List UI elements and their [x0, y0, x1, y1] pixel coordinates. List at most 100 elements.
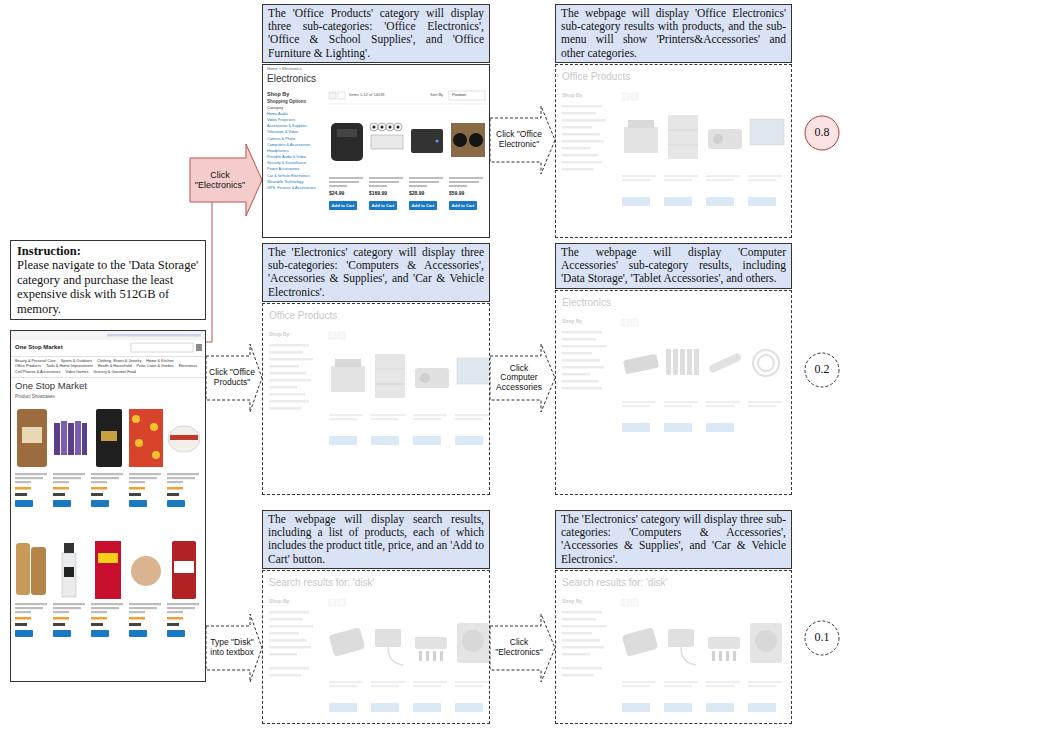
screenshot-shape — [755, 630, 777, 652]
screenshot-shape — [329, 177, 363, 179]
screenshot-shape — [664, 423, 692, 432]
screenshot-shape — [129, 611, 145, 613]
screenshot-shape — [91, 603, 123, 605]
screenshot-shape — [269, 393, 305, 396]
screenshot-shape — [91, 607, 119, 609]
screenshot-shape — [91, 611, 107, 613]
prediction-text: The webpage will display 'Computer Acces… — [561, 246, 786, 286]
screenshot-shape — [174, 561, 194, 573]
screenshot-shape — [196, 344, 202, 351]
screenshot-shape — [15, 607, 43, 609]
screenshot-shape — [562, 639, 600, 642]
screenshot-shape — [329, 681, 363, 683]
screenshot-shape — [622, 93, 629, 100]
screenshot-shape — [64, 567, 74, 577]
screenshot-shape — [129, 477, 157, 479]
sidebar-heading: Shop By — [562, 319, 582, 325]
screenshot-shape — [91, 473, 123, 475]
screenshot-shape — [91, 477, 119, 479]
screenshot-shape — [706, 685, 734, 687]
circle-shape — [805, 621, 839, 655]
screenshot-shape — [371, 135, 403, 149]
screenshot-shape — [338, 599, 345, 606]
screenshot-shape — [409, 181, 439, 183]
screenshot-shape — [331, 366, 365, 392]
screenshot-shape — [15, 617, 183, 620]
screenshot-shape — [415, 637, 447, 649]
screenshot-shape — [15, 630, 185, 637]
add-to-cart-button: Add to Cart — [449, 203, 477, 209]
screenshot-shape — [91, 630, 109, 637]
screenshot-shape — [53, 611, 69, 613]
screenshot-shape — [562, 366, 604, 369]
block-arrow — [206, 344, 262, 412]
add-to-cart-button: Add to Cart — [369, 203, 397, 209]
faded-office-page-art — [263, 304, 490, 495]
sidebar-link: Accessories & Supplies — [267, 124, 307, 128]
screenshot-shape — [15, 617, 31, 620]
nav-item: Beauty & Personal Care — [15, 359, 56, 363]
screenshot-shape — [753, 350, 779, 376]
screenshot-shape — [750, 119, 784, 145]
prediction-box: The 'Office Products' category will disp… — [262, 4, 490, 63]
screenshot-shape — [135, 439, 143, 447]
screenshot-shape — [15, 603, 47, 605]
screenshot-shape — [22, 427, 42, 443]
screenshot-shape — [369, 181, 399, 183]
screenshot-shape — [664, 197, 692, 206]
screenshot-shape — [129, 487, 145, 490]
screenshot-shape — [409, 185, 427, 187]
screenshot-shape — [664, 401, 698, 403]
page-heading: Search results for: 'disk' — [562, 577, 668, 589]
screenshot-shape — [329, 599, 336, 606]
screenshot-shape — [269, 618, 303, 621]
screenshot-shape — [329, 201, 477, 210]
screenshot-shape — [329, 627, 366, 657]
sidebar-link: Home Audio — [267, 112, 288, 116]
screenshot-shape — [95, 541, 121, 599]
screenshot-shape — [708, 352, 742, 374]
screenshot-shape — [706, 423, 734, 432]
screenshot-shape — [335, 359, 361, 367]
screenshot-shape — [409, 177, 443, 179]
screenshot-shape — [712, 651, 736, 661]
screenshot-shape — [413, 436, 441, 445]
screenshot-shape — [370, 123, 378, 131]
screenshot-shape — [622, 703, 776, 712]
screenshot-shape — [329, 181, 359, 183]
screenshot-shape — [622, 401, 656, 403]
score-circle: 0.8 — [804, 115, 840, 151]
section-heading: Product Showcases — [15, 394, 55, 399]
sidebar-heading: Shop By — [562, 599, 582, 605]
screenshot-shape — [269, 639, 307, 642]
screenshot-shape — [329, 703, 357, 712]
screenshot-shape — [748, 681, 782, 683]
prediction-box: The webpage will display 'Computer Acces… — [555, 243, 792, 289]
webpage-screenshot: One Stop MarketBeauty & Personal CareSpo… — [10, 330, 206, 682]
screenshot-shape — [371, 685, 399, 687]
screenshot-shape — [371, 681, 405, 683]
screenshot-shape — [54, 423, 60, 455]
screenshot-shape — [622, 685, 650, 687]
screenshot-shape — [329, 685, 357, 687]
screenshot-shape — [96, 409, 122, 467]
screenshot-shape — [129, 409, 163, 467]
screenshot-shape — [269, 344, 309, 347]
screenshot-shape — [562, 161, 602, 164]
screenshot-shape — [53, 603, 85, 605]
screenshot-shape — [15, 500, 185, 507]
screenshot-shape — [622, 197, 650, 206]
score-value: 0.2 — [815, 363, 830, 377]
predicted-screenshot: Search results for: 'disk' Shop By — [555, 570, 792, 724]
screenshot-shape — [152, 451, 160, 459]
screenshot-shape — [562, 133, 600, 136]
screenshot-shape — [329, 703, 483, 712]
screenshot-shape — [562, 618, 596, 621]
screenshot-shape — [91, 493, 103, 496]
screenshot-shape — [413, 703, 441, 712]
screenshot-shape — [440, 651, 443, 661]
screenshot-shape — [455, 703, 483, 712]
screenshot-shape — [369, 185, 387, 187]
screenshot-shape — [436, 140, 439, 143]
screenshot-shape — [167, 493, 179, 496]
